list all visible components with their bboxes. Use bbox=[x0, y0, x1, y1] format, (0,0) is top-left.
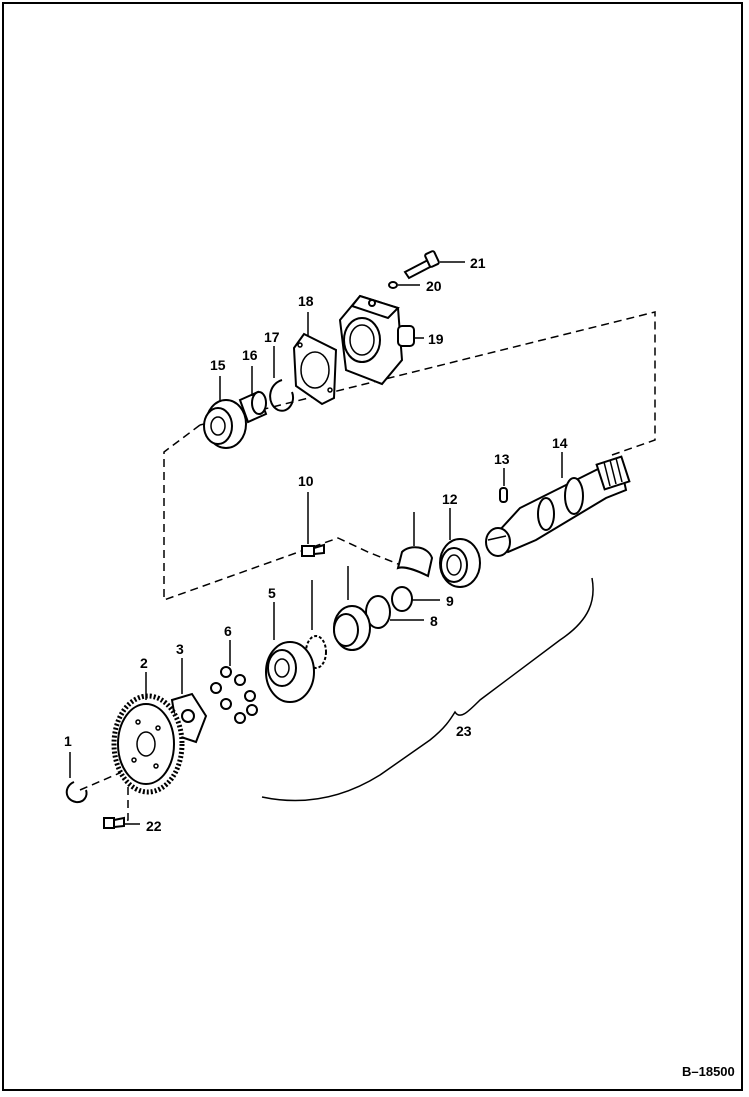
ring-8 bbox=[365, 595, 391, 629]
callout-17: 17 bbox=[264, 329, 280, 345]
callout-2: 2 bbox=[140, 655, 148, 671]
callout-18: 18 bbox=[298, 293, 314, 309]
thrust-half-ring bbox=[396, 546, 434, 578]
shaft-14 bbox=[485, 455, 631, 557]
callout-20: 20 bbox=[426, 278, 442, 294]
housing-19 bbox=[338, 294, 415, 386]
balls-6 bbox=[210, 666, 258, 724]
bearing-15 bbox=[203, 399, 247, 449]
bearing-plate-5 bbox=[265, 641, 315, 703]
callout-13: 13 bbox=[494, 451, 510, 467]
callout-8: 8 bbox=[430, 613, 438, 629]
callout-19: 19 bbox=[428, 331, 444, 347]
key-13 bbox=[499, 487, 508, 503]
assembly-boundary-dashed bbox=[163, 311, 656, 602]
callout-15: 15 bbox=[210, 357, 226, 373]
callout-12: 12 bbox=[442, 491, 458, 507]
retaining-ring-1 bbox=[65, 781, 88, 804]
cap-screw-10 bbox=[301, 543, 325, 557]
callout-10: 10 bbox=[298, 473, 314, 489]
seal-12 bbox=[439, 538, 481, 588]
callout-6: 6 bbox=[224, 623, 232, 639]
callout-16: 16 bbox=[242, 347, 258, 363]
group-bracket bbox=[261, 577, 594, 802]
figure-reference-code: B–18500 bbox=[682, 1064, 735, 1079]
callout-1: 1 bbox=[64, 733, 72, 749]
bolt-21 bbox=[403, 250, 440, 280]
callout-5: 5 bbox=[268, 585, 276, 601]
callout-23: 23 bbox=[456, 723, 472, 739]
snap-ring-17 bbox=[269, 379, 294, 412]
gasket-18 bbox=[292, 332, 338, 406]
washer-20 bbox=[388, 281, 398, 289]
gear-2 bbox=[111, 693, 185, 795]
callout-14: 14 bbox=[552, 435, 568, 451]
axis-centerline bbox=[79, 759, 151, 825]
callout-22: 22 bbox=[146, 818, 162, 834]
bearing-cup-7 bbox=[333, 605, 371, 651]
callout-21: 21 bbox=[470, 255, 486, 271]
callout-3: 3 bbox=[176, 641, 184, 657]
o-ring-9 bbox=[391, 586, 413, 612]
callout-9: 9 bbox=[446, 593, 454, 609]
screw-22 bbox=[103, 816, 125, 829]
